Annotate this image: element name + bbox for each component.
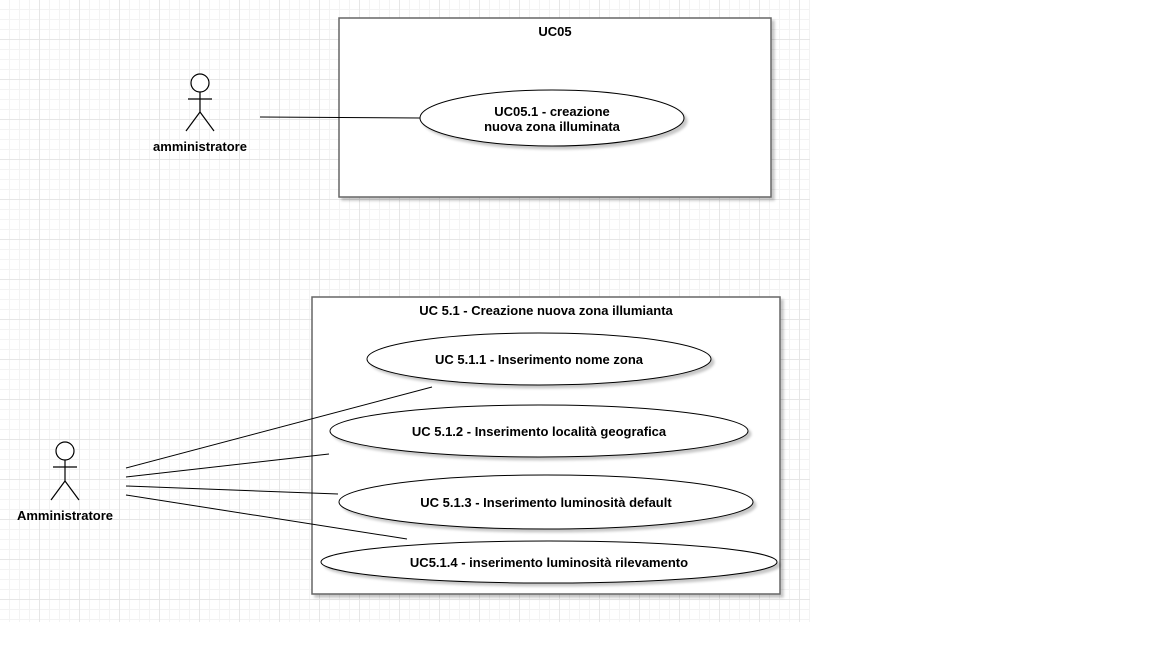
system-boundary-uc05[interactable]: UC05	[338, 17, 772, 198]
use-case-label: UC 5.1.1 - Inserimento nome zona	[435, 352, 644, 367]
use-case-uc5-1-1[interactable]: UC 5.1.1 - Inserimento nome zona	[366, 332, 712, 386]
association-line[interactable]	[125, 453, 330, 478]
use-case-label: UC 5.1.2 - Inserimento località geografi…	[412, 424, 667, 439]
use-case-label: UC5.1.4 - inserimento luminosità rilevam…	[410, 555, 688, 570]
use-case-uc5-1-3[interactable]: UC 5.1.3 - Inserimento luminosità defaul…	[338, 474, 754, 530]
system-title: UC05	[538, 24, 571, 39]
association-line[interactable]	[125, 485, 339, 495]
use-case-uc5-1-4[interactable]: UC5.1.4 - inserimento luminosità rilevam…	[320, 540, 778, 584]
actor-label: Amministratore	[17, 508, 113, 523]
actor-stick-figure-icon	[185, 73, 215, 132]
association-line[interactable]	[125, 494, 408, 540]
use-case-label-line-2: nuova zona illuminata	[484, 119, 621, 134]
actor-stick-figure-icon	[50, 441, 80, 501]
association-line[interactable]	[125, 386, 433, 469]
use-case-label-line-1: UC05.1 - creazione	[494, 104, 610, 119]
use-case-uc05-1[interactable]: UC05.1 - creazione nuova zona illuminata	[419, 89, 685, 147]
use-case-uc5-1-2[interactable]: UC 5.1.2 - Inserimento località geografi…	[329, 404, 749, 458]
actor-amministratore[interactable]: amministratore	[153, 73, 247, 154]
use-case-label: UC 5.1.3 - Inserimento luminosità defaul…	[420, 495, 672, 510]
actor-label: amministratore	[153, 139, 247, 154]
association-line[interactable]	[259, 116, 421, 119]
system-title: UC 5.1 - Creazione nuova zona illumianta	[419, 303, 673, 318]
actor-amministratore-2[interactable]: Amministratore	[17, 441, 113, 523]
